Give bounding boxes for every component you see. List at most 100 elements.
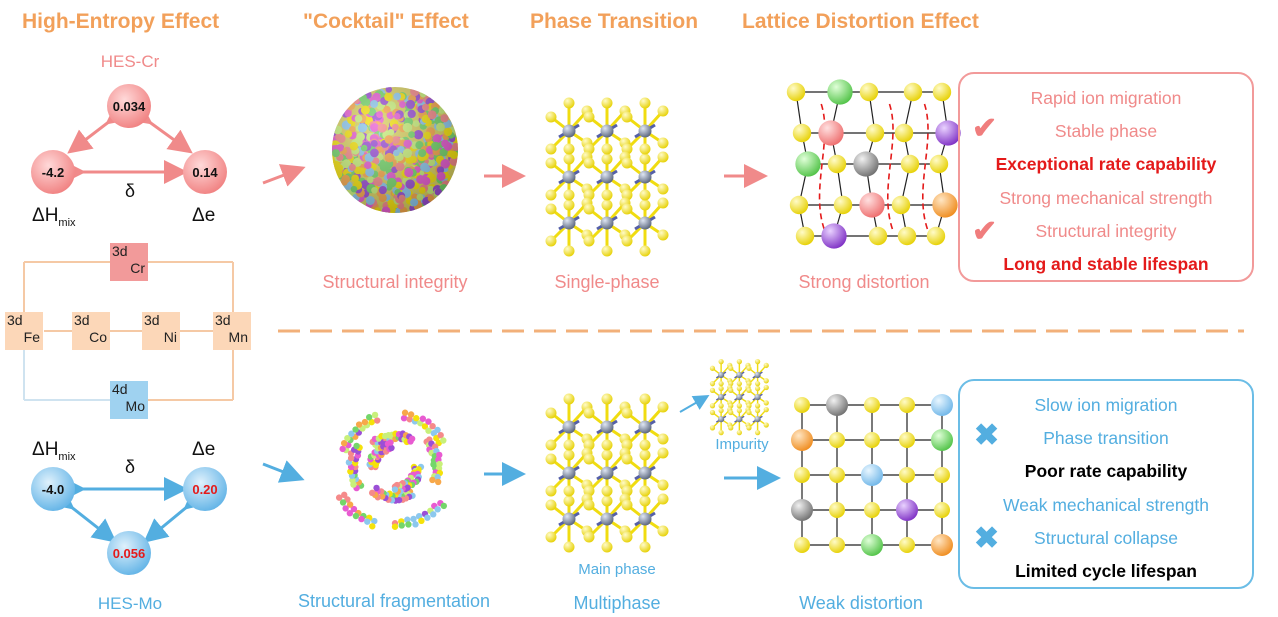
advantage-6: Long and stable lifespan — [1003, 254, 1209, 274]
cr-delta-e-label: Δe — [192, 205, 216, 226]
atom — [601, 97, 613, 109]
metal-atom — [600, 466, 614, 480]
fragment-grain — [368, 489, 376, 497]
mo-arrow-right — [143, 485, 210, 543]
atom — [601, 199, 613, 211]
lattice-atom — [795, 151, 821, 177]
atom — [754, 407, 761, 414]
lattice-atom — [791, 429, 813, 451]
atom — [563, 143, 575, 155]
atom — [583, 531, 595, 543]
atom — [709, 409, 716, 416]
atom — [545, 143, 557, 155]
label-structural-fragmentation: Structural fragmentation — [297, 591, 491, 611]
lattice-atom — [859, 192, 885, 218]
fragment-grain — [398, 522, 405, 529]
atom — [657, 401, 669, 413]
atom — [754, 381, 761, 387]
lattice-atom — [794, 397, 810, 413]
metal-atom — [600, 512, 614, 526]
atom — [601, 439, 613, 451]
lattice-atom — [861, 534, 883, 556]
atom — [583, 499, 595, 511]
fragment-grain — [418, 517, 425, 525]
fragment-grain — [434, 473, 441, 481]
lattice-atom — [789, 195, 809, 215]
fragment-grain — [387, 439, 394, 446]
atom — [601, 495, 613, 507]
fragment-grain — [440, 502, 448, 510]
atom — [639, 245, 651, 257]
lattice-atom — [829, 432, 845, 448]
fragment-grain — [430, 511, 437, 518]
lattice-atom — [899, 537, 915, 553]
lattice-atom — [829, 537, 845, 553]
metal-atom — [736, 371, 743, 379]
metal-atom — [754, 394, 761, 401]
atom — [563, 449, 575, 461]
atom — [657, 229, 669, 241]
fragment-grain — [371, 411, 379, 419]
fragment-grain — [429, 423, 436, 430]
lattice-atom — [899, 467, 915, 483]
lattice-atom — [896, 499, 918, 521]
lattice-atom — [931, 429, 953, 451]
metal-atom — [638, 512, 652, 526]
atom — [583, 157, 595, 169]
header-phase-transition: Phase Transition — [530, 10, 699, 33]
element-network — [23, 261, 234, 401]
fe-orbital: 3d — [7, 312, 23, 328]
atom — [639, 153, 651, 165]
cr-right-value: 0.14 — [192, 165, 218, 180]
atom — [583, 453, 595, 465]
atom — [563, 153, 575, 165]
atom — [763, 400, 769, 406]
lattice-atom — [900, 154, 920, 174]
fragment-grain — [405, 521, 412, 528]
fragment-grain — [341, 491, 348, 499]
atom — [754, 403, 761, 409]
cr-right-node — [183, 150, 227, 194]
atom — [545, 485, 557, 497]
atom — [639, 439, 651, 451]
atom — [736, 430, 742, 436]
mo-arrow-left — [48, 485, 117, 543]
atom — [545, 189, 557, 201]
atom — [728, 387, 734, 394]
fragment-grain — [391, 523, 399, 530]
atom — [621, 531, 633, 543]
atom — [763, 384, 769, 391]
fragment-grain — [369, 523, 376, 530]
fragment-grain — [434, 426, 441, 434]
mo-bottom-node — [107, 531, 151, 575]
mo-delta-label: δ — [125, 457, 135, 477]
hes-cr-triangle: 0.034 -4.2 0.14 δ — [31, 84, 227, 201]
disadvantage-4: Weak mechanical strength — [1003, 495, 1209, 515]
mo-orbital: 4d — [112, 381, 128, 397]
lattice-atom — [932, 192, 958, 218]
fragment-grain — [361, 418, 369, 426]
metal-atom — [600, 124, 614, 138]
atom — [639, 189, 651, 201]
atom — [545, 235, 557, 247]
distortion-line — [922, 103, 930, 233]
cr-symbol: Cr — [130, 260, 145, 276]
lattice-atom — [829, 502, 845, 518]
hes-cr-label: HES-Cr — [100, 52, 160, 71]
cr-left-node — [31, 150, 75, 194]
atom — [639, 541, 651, 553]
atom — [746, 387, 752, 394]
atom — [583, 203, 595, 215]
atom — [709, 403, 716, 409]
lattice-atom — [853, 151, 879, 177]
fragment-grain — [410, 515, 417, 523]
lattice-atom — [826, 394, 848, 416]
mn-symbol: Mn — [228, 329, 248, 345]
atom — [563, 245, 575, 257]
cross-icon: ✖ — [974, 419, 1000, 452]
lattice-atom — [794, 537, 810, 553]
atom — [728, 425, 734, 431]
metal-atom — [754, 416, 761, 423]
cr-left-value: -4.2 — [42, 165, 64, 180]
atom — [718, 358, 724, 365]
